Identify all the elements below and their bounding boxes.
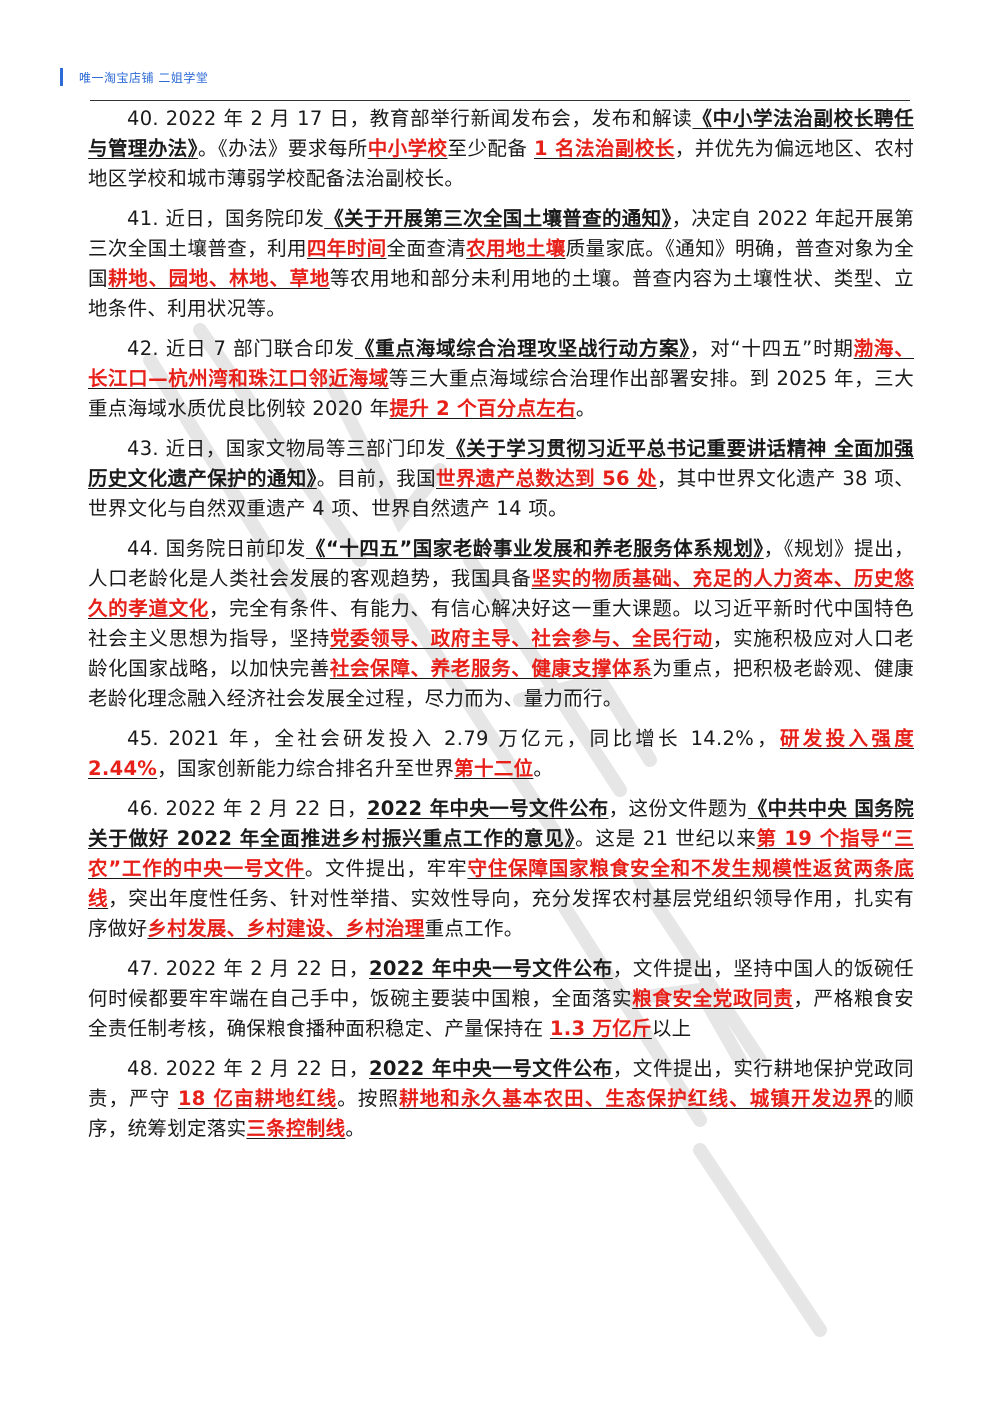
body-text: 等农用地和部分未利用地的土壤。普查内容为土壤性状、类型、立地条件、利用状况等。: [88, 267, 914, 320]
document-title-text: 《“十四五”国家老龄事业发展和养老服务体系规划》: [305, 537, 764, 560]
body-text: ，决定自 2022 年起开展第三次全国土壤普查，利用: [88, 207, 915, 260]
body-text: 至少配备: [447, 137, 534, 160]
body-text: 。按照: [337, 1087, 400, 1110]
body-text: 45. 2021 年，全社会研发投入 2.79 万亿元，同比增长 14.2%，: [127, 727, 780, 750]
news-item-47: 47. 2022 年 2 月 22 日，2022 年中央一号文件公布，文件提出，…: [88, 954, 914, 1044]
highlight-text: 农用地土壤: [466, 237, 566, 260]
highlight-text: 1.3 万亿斤: [549, 1017, 652, 1040]
page-header: 唯一淘宝店铺 二姐学堂: [60, 64, 208, 90]
header-rule: [90, 100, 910, 101]
highlight-text: 守住保障国家粮食安全和不发生规模性返贫两条底线: [88, 857, 914, 910]
body-text: 。: [345, 1117, 366, 1140]
body-text: ，其中世界文化遗产 38 项、世界文化与自然双重遗产 4 项、世界自然遗产 14…: [88, 467, 914, 520]
body-text: 41. 近日，国务院印发: [127, 207, 325, 230]
body-text: ，国家创新能力综合排名升至世界: [157, 757, 455, 780]
body-text: ，完全有条件、有能力、有信心解决好这一重大课题。以习近平新时代中国特色社会主义思…: [88, 597, 914, 650]
body-text: 44. 国务院日前印发: [127, 537, 306, 560]
body-text: ，实施积极应对人口老龄化国家战略，以加快完善: [88, 627, 914, 680]
body-text: ，文件提出，实行耕地保护党政同责，严守: [88, 1057, 914, 1110]
highlight-text: 耕地、园地、林地、草地: [108, 267, 330, 290]
body-text: ，对“十四五”时期: [689, 337, 854, 360]
header-accent-bar: [60, 68, 63, 86]
body-text: 的顺序，统筹划定落实: [88, 1087, 915, 1140]
news-item-48: 48. 2022 年 2 月 22 日，2022 年中央一号文件公布，文件提出，…: [88, 1054, 914, 1144]
highlight-text: 坚实的物质基础、充足的人力资本、历史悠久的孝道文化: [88, 567, 914, 620]
body-text: 40. 2022 年 2 月 17 日，教育部举行新闻发布会，发布和解读: [127, 107, 693, 130]
document-title-text: 2022 年中央一号文件公布: [366, 797, 609, 820]
highlight-text: 社会保障、养老服务、健康支撑体系: [329, 657, 653, 680]
body-text: 为重点，把积极老龄观、健康老龄化理念融入经济社会发展全过程，尽力而为、量力而行。: [88, 657, 914, 710]
body-text: ，严格粮食安全责任制考核，确保粮食播种面积稳定、产量保持在: [88, 987, 914, 1040]
highlight-text: 提升 2 个百分点左右: [389, 397, 576, 420]
document-title-text: 2022 年中央一号文件公布: [369, 957, 613, 980]
highlight-text: 1 名法治副校长: [533, 137, 675, 160]
body-text: 。: [575, 397, 596, 420]
highlight-text: 耕地和永久基本农田、生态保护红线、城镇开发边界: [399, 1087, 874, 1110]
news-item-40: 40. 2022 年 2 月 17 日，教育部举行新闻发布会，发布和解读《中小学…: [88, 104, 914, 194]
body-text: ，这份文件题为: [608, 797, 748, 820]
body-text: ，并优先为偏远地区、农村地区学校和城市薄弱学校配备法治副校长。: [88, 137, 914, 190]
highlight-text: 四年时间: [306, 237, 387, 260]
document-body: 40. 2022 年 2 月 17 日，教育部举行新闻发布会，发布和解读《中小学…: [88, 104, 914, 1154]
body-text: 。这是 21 世纪以来: [575, 827, 757, 850]
body-text: 等三大重点海域综合治理作出部署安排。到 2025 年，三大重点海域水质优良比例较…: [88, 367, 914, 420]
body-text: 。: [533, 757, 554, 780]
highlight-text: 18 亿亩耕地红线: [177, 1087, 338, 1110]
document-title-text: 《关于开展第三次全国土壤普查的通知》: [324, 207, 672, 230]
news-item-41: 41. 近日，国务院印发《关于开展第三次全国土壤普查的通知》，决定自 2022 …: [88, 204, 914, 324]
body-text: 重点工作。: [424, 917, 524, 940]
news-item-46: 46. 2022 年 2 月 22 日，2022 年中央一号文件公布，这份文件题…: [88, 794, 914, 944]
highlight-text: 乡村发展、乡村建设、乡村治理: [147, 917, 425, 940]
news-item-42: 42. 近日 7 部门联合印发《重点海域综合治理攻坚战行动方案》，对“十四五”时…: [88, 334, 914, 424]
highlight-text: 中小学校: [367, 137, 448, 160]
news-item-44: 44. 国务院日前印发《“十四五”国家老龄事业发展和养老服务体系规划》，《规划》…: [88, 534, 914, 714]
highlight-text: 第十二位: [454, 757, 534, 780]
highlight-text: 党委领导、政府主导、社会参与、全民行动: [329, 627, 713, 650]
body-text: 全面查清: [386, 237, 467, 260]
highlight-text: 第 19 个指导“三农”工作的中央一号文件: [88, 827, 915, 880]
document-title-text: 《中共中央 国务院关于做好 2022 年全面推进乡村振兴重点工作的意见》: [88, 797, 914, 850]
body-text: ，文件提出，坚持中国人的饭碗任何时候都要牢牢端在自己手中，饭碗主要装中国粮，全面…: [88, 957, 914, 1010]
body-text: 。目前，我国: [316, 467, 436, 490]
document-title-text: 2022 年中央一号文件公布: [369, 1057, 613, 1080]
highlight-text: 世界遗产总数达到 56 处: [435, 467, 657, 490]
body-text: 。《办法》要求每所: [197, 137, 368, 160]
body-text: 48. 2022 年 2 月 22 日，: [127, 1057, 370, 1080]
body-text: 47. 2022 年 2 月 22 日，: [127, 957, 370, 980]
highlight-text: 研发投入强度 2.44%: [88, 727, 914, 780]
body-text: 46. 2022 年 2 月 22 日，: [127, 797, 367, 820]
highlight-text: 三条控制线: [246, 1117, 346, 1140]
document-title-text: 《关于学习贯彻习近平总书记重要讲话精神 全面加强历史文化遗产保护的通知》: [88, 437, 914, 490]
body-text: 43. 近日，国家文物局等三部门印发: [127, 437, 447, 460]
news-item-45: 45. 2021 年，全社会研发投入 2.79 万亿元，同比增长 14.2%，研…: [88, 724, 914, 784]
highlight-text: 粮食安全党政同责: [632, 987, 794, 1010]
body-text: ，突出年度性任务、针对性举措、实效性导向，充分发挥农村基层党组织领导作用，扎实有…: [88, 887, 914, 940]
body-text: 42. 近日 7 部门联合印发: [127, 337, 355, 360]
news-item-43: 43. 近日，国家文物局等三部门印发《关于学习贯彻习近平总书记重要讲话精神 全面…: [88, 434, 914, 524]
highlight-text: 渤海、长江口—杭州湾和珠江口邻近海域: [88, 337, 915, 390]
document-title-text: 《中小学法治副校长聘任与管理办法》: [88, 107, 914, 160]
header-text: 唯一淘宝店铺 二姐学堂: [79, 70, 209, 85]
body-text: 质量家底。《通知》明确，普查对象为全国: [88, 237, 914, 290]
document-title-text: 《重点海域综合治理攻坚战行动方案》: [354, 337, 690, 360]
body-text: 以上: [651, 1017, 692, 1040]
body-text: ，《规划》提出，人口老龄化是人类社会发展的客观趋势，我国具备: [88, 537, 914, 590]
body-text: 。文件提出，牢牢: [304, 857, 468, 880]
